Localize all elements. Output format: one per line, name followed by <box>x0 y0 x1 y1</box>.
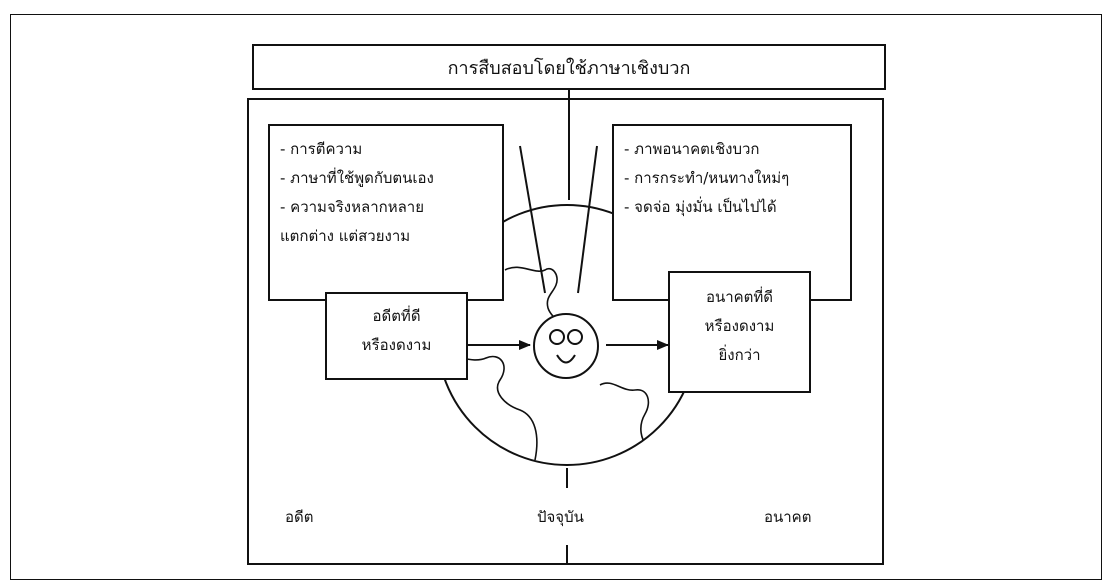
past-box-line: หรืองดงาม <box>361 336 432 354</box>
left-info-line: - การตีความ <box>280 140 363 158</box>
left-info-line: - ภาษาที่ใช้พูดกับตนเอง <box>280 169 434 187</box>
left-info-text: - การตีความ - ภาษาที่ใช้พูดกับตนเอง - คว… <box>280 135 434 251</box>
left-info-line: แตกต่าง แต่สวยงาม <box>280 227 411 245</box>
right-info-line: - ภาพอนาคตเชิงบวก <box>624 140 760 158</box>
right-info-line: - จดจ่อ มุ่งมั่น เป็นไปได้ <box>624 198 777 216</box>
future-box <box>668 271 811 393</box>
diagram-frame <box>247 98 884 565</box>
ray-right <box>577 145 598 294</box>
right-info-line: - การกระทำ/หนทางใหม่ๆ <box>624 169 790 187</box>
ray-left <box>519 145 546 294</box>
future-box-line: ยิ่งกว่า <box>718 346 761 364</box>
past-box-line: อดีตที่ดี <box>372 307 421 325</box>
future-box-line: อนาคตที่ดี <box>705 288 774 306</box>
smiley-face-icon <box>533 313 599 379</box>
past-box-text: อดีตที่ดี หรืองดงาม <box>325 302 468 360</box>
timeline-past-label: อดีต <box>285 508 314 526</box>
past-box <box>325 292 468 380</box>
left-info-line: - ความจริงหลากหลาย <box>280 198 424 216</box>
future-box-line: หรืองดงาม <box>704 317 775 335</box>
title-box: การสืบสอบโดยใช้ภาษาเชิงบวก <box>252 44 886 90</box>
timeline-present-label: ปัจจุบัน <box>537 508 584 526</box>
diagram-title: การสืบสอบโดยใช้ภาษาเชิงบวก <box>447 57 691 79</box>
left-info-box <box>268 124 504 301</box>
future-box-text: อนาคตที่ดี หรืองดงาม ยิ่งกว่า <box>668 283 811 370</box>
right-info-text: - ภาพอนาคตเชิงบวก - การกระทำ/หนทางใหม่ๆ … <box>624 135 789 222</box>
timeline-future-label: อนาคต <box>764 508 812 526</box>
